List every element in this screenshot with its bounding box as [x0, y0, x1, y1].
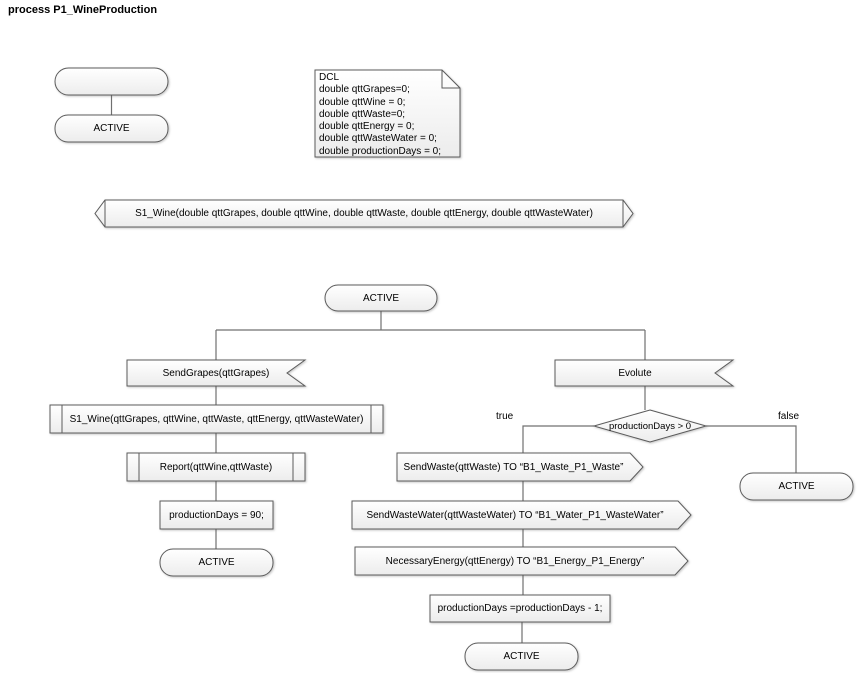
node-state-initial[interactable]: ACTIVE — [55, 115, 168, 142]
node-input-send-grapes[interactable]: SendGrapes(qttGrapes) — [127, 360, 305, 386]
node-decision-label: productionDays > 0 — [608, 420, 692, 432]
node-output-necessary-energy[interactable]: NecessaryEnergy(qttEnergy) TO “B1_Energy… — [355, 547, 675, 575]
node-input-evolute-label: Evolute — [618, 367, 652, 379]
output-send-waste-water-shape — [351, 500, 692, 530]
dcl-line: double qttWasteWater = 0; — [319, 133, 437, 145]
connector-branch-false — [706, 425, 797, 473]
node-state-active-false[interactable]: ACTIVE — [740, 473, 853, 500]
dcl-note-fold — [441, 70, 460, 89]
output-necessary-energy-shape — [354, 546, 689, 576]
dcl-line: double productionDays = 0; — [319, 145, 442, 157]
connector-right-column — [521, 481, 524, 643]
node-task-set-days-label: productionDays = 90; — [169, 509, 264, 521]
connector-active-branch — [215, 311, 646, 360]
state-active-left-shape — [159, 548, 274, 577]
node-state-active-left-label: ACTIVE — [198, 557, 235, 568]
call-s1-wine-bars — [61, 405, 372, 433]
node-state-active-false-label: ACTIVE — [778, 481, 815, 492]
dcl-line: double qttGrapes=0; — [319, 84, 410, 96]
node-call-report[interactable]: Report(qttWine,qttWaste) — [139, 453, 293, 481]
input-evolute-shape — [554, 359, 735, 387]
page-title: process P1_WineProduction — [8, 4, 158, 16]
node-start[interactable] — [55, 68, 168, 95]
node-task-set-days[interactable]: productionDays = 90; — [160, 501, 273, 529]
state-initial-shape — [54, 114, 169, 143]
decision-false-label: false — [778, 411, 800, 422]
node-output-send-waste-label: SendWaste(qttWaste) TO “B1_Waste_P1_Wast… — [403, 461, 624, 473]
node-signal-declaration-label: S1_Wine(double qttGrapes, double qttWine… — [135, 208, 593, 219]
node-input-evolute[interactable]: Evolute — [555, 360, 715, 386]
node-output-send-waste-water[interactable]: SendWasteWater(qttWasteWater) TO “B1_Wat… — [352, 501, 678, 529]
node-task-decrement-days-label: productionDays =productionDays - 1; — [437, 603, 603, 614]
state-active-false-shape — [739, 472, 854, 501]
state-active-main-shape — [324, 284, 438, 312]
decision-true-label: true — [496, 411, 514, 422]
node-call-report-label: Report(qttWine,qttWaste) — [159, 461, 273, 473]
node-state-initial-label: ACTIVE — [93, 123, 130, 134]
node-input-send-grapes-label: SendGrapes(qttGrapes) — [162, 367, 270, 379]
task-set-days-shape — [159, 500, 274, 530]
output-send-waste-shape — [396, 452, 644, 482]
dcl-line: double qttEnergy = 0; — [319, 121, 415, 133]
dcl-note-shape — [314, 69, 461, 158]
node-state-active-left[interactable]: ACTIVE — [160, 549, 273, 576]
node-state-active-bottom-label: ACTIVE — [503, 651, 540, 662]
node-state-active-main-label: ACTIVE — [362, 292, 400, 304]
task-decrement-days-shape — [429, 594, 611, 623]
start-symbol-shape — [54, 67, 169, 96]
call-s1-wine-shape — [49, 404, 384, 434]
call-report-bars — [138, 453, 294, 481]
node-output-send-waste-water-label: SendWasteWater(qttWasteWater) TO “B1_Wat… — [366, 509, 664, 521]
decision-shape — [592, 409, 708, 443]
node-output-send-waste[interactable]: SendWaste(qttWaste) TO “B1_Waste_P1_Wast… — [397, 453, 630, 481]
node-state-active-main[interactable]: ACTIVE — [325, 285, 437, 311]
dcl-line: double qttWine = 0; — [319, 96, 406, 108]
node-task-decrement-days[interactable]: productionDays =productionDays - 1; — [430, 595, 610, 622]
state-active-bottom-shape — [464, 642, 579, 671]
call-report-shape — [126, 452, 306, 482]
input-send-grapes-shape — [126, 359, 307, 387]
node-decision[interactable]: productionDays > 0 — [594, 410, 706, 442]
node-call-s1-wine[interactable]: S1_Wine(qttGrapes, qttWine, qttWaste, qt… — [62, 405, 371, 433]
node-state-active-bottom[interactable]: ACTIVE — [465, 643, 578, 670]
node-signal-declaration[interactable]: S1_Wine(double qttGrapes, double qttWine… — [105, 200, 623, 227]
node-call-s1-wine-label: S1_Wine(qttGrapes, qttWine, qttWaste, qt… — [69, 413, 364, 425]
signal-declaration-caps — [104, 200, 624, 227]
node-dcl-note[interactable]: DCL double qttGrapes=0; double qttWine =… — [319, 72, 457, 158]
node-output-necessary-energy-label: NecessaryEnergy(qttEnergy) TO “B1_Energy… — [385, 555, 645, 567]
dcl-line: double qttWaste=0; — [319, 108, 406, 120]
connector-branch-true — [522, 425, 594, 453]
dcl-line: DCL — [319, 72, 340, 83]
